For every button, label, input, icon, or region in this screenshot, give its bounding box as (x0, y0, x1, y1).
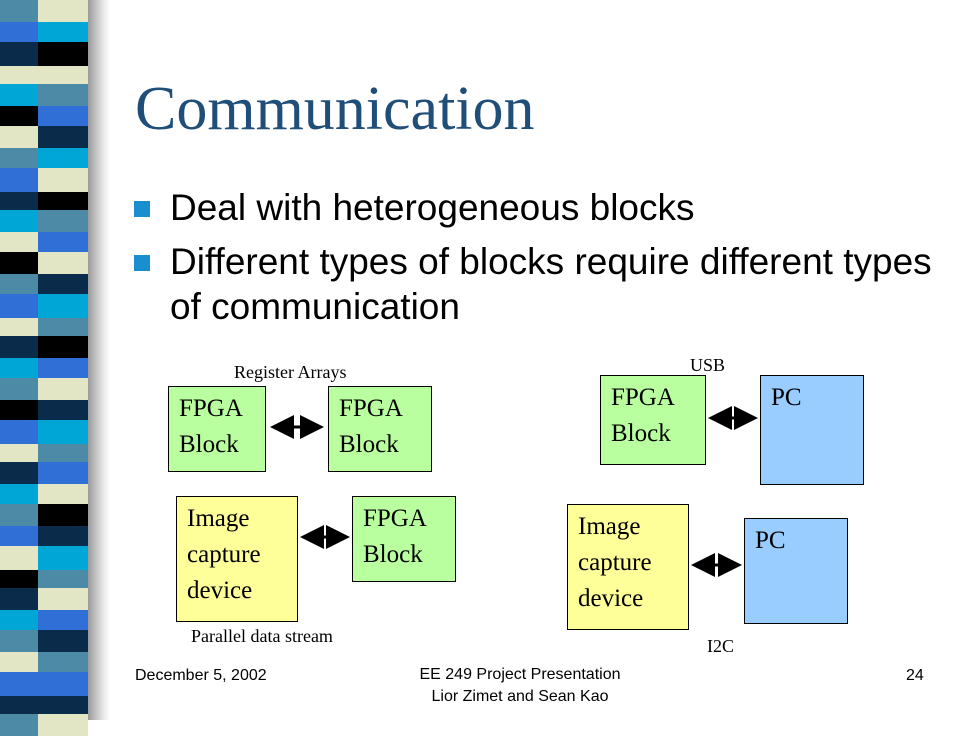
strip-tile (0, 358, 38, 378)
i2c-label: I2C (707, 636, 734, 656)
strip-tile (0, 42, 38, 66)
strip-tile (38, 420, 88, 444)
strip-tile (38, 294, 88, 318)
strip-tile (38, 652, 88, 672)
strip-tiles (0, 0, 88, 736)
strip-tile (0, 148, 38, 168)
strip-tile (0, 400, 38, 420)
image-capture-device-block: Image capture device (176, 496, 298, 622)
strip-tile (0, 66, 38, 84)
footer-date: December 5, 2002 (135, 667, 267, 684)
footer-line: Lior Zimet and Sean Kao (431, 688, 609, 705)
bullet-item: Deal with heterogeneous blocks (132, 185, 932, 230)
strip-tile (0, 336, 38, 358)
strip-tile (38, 274, 88, 294)
strip-tile (0, 570, 38, 588)
strip-tile (38, 630, 88, 652)
strip-tile (0, 192, 38, 210)
strip-tile (0, 232, 38, 252)
strip-tile (0, 696, 38, 714)
strip-tile (0, 588, 38, 610)
strip-tile (0, 420, 38, 444)
strip-tile (0, 378, 38, 400)
footer-line: EE 249 Project Presentation (419, 666, 621, 683)
connector-arrows (270, 406, 758, 577)
strip-tile (38, 504, 88, 526)
strip-tile (38, 526, 88, 546)
strip-tile (38, 84, 88, 106)
strip-tile (38, 126, 88, 148)
strip-tile (38, 42, 88, 66)
strip-tile (38, 0, 88, 22)
bullet-list: Deal with heterogeneous blocks Different… (132, 185, 932, 338)
fpga-block: FPGA Block (600, 375, 706, 465)
strip-shadow (88, 0, 110, 720)
strip-tile (38, 232, 88, 252)
strip-tile (0, 294, 38, 318)
strip-tile (0, 462, 38, 484)
strip-tile (0, 106, 38, 126)
register-arrays-label: Register Arrays (234, 362, 347, 382)
strip-tile (38, 400, 88, 420)
strip-tile (38, 462, 88, 484)
image-capture-device-block: Image capture device (567, 504, 689, 630)
slide-title: Communication (135, 75, 535, 143)
bullet-item: Different types of blocks require differ… (132, 239, 932, 329)
strip-tile (0, 318, 38, 336)
strip-tile (38, 148, 88, 168)
strip-tile (38, 484, 88, 504)
fpga-block: FPGA Block (168, 386, 266, 472)
strip-tile (38, 168, 88, 192)
strip-tile (0, 546, 38, 570)
strip-tile (0, 210, 38, 232)
strip-tile (38, 210, 88, 232)
bullet-text: Deal with heterogeneous blocks (170, 187, 695, 228)
strip-tile (0, 274, 38, 294)
page-number: 24 (906, 667, 924, 684)
strip-tile (38, 66, 88, 84)
pc-block: PC (744, 518, 848, 624)
strip-tile (38, 336, 88, 358)
pc-block: PC (760, 375, 864, 485)
parallel-data-stream-label: Parallel data stream (191, 626, 333, 646)
strip-tile (38, 546, 88, 570)
fpga-block: FPGA Block (328, 386, 432, 472)
strip-tile (38, 192, 88, 210)
fpga-block: FPGA Block (352, 496, 456, 582)
strip-tile (38, 252, 88, 274)
strip-tile (38, 358, 88, 378)
strip-tile (38, 378, 88, 400)
strip-tile (0, 168, 38, 192)
strip-tile (0, 610, 38, 630)
square-bullet-icon (134, 255, 150, 271)
strip-tile (0, 0, 38, 22)
strip-tile (0, 444, 38, 462)
strip-tile (38, 106, 88, 126)
strip-tile (0, 484, 38, 504)
slide: Communication Deal with heterogeneous bl… (0, 0, 932, 736)
strip-tile (38, 610, 88, 630)
strip-tile (38, 22, 88, 42)
strip-tile (38, 672, 88, 696)
strip-tile (0, 526, 38, 546)
strip-tile (0, 630, 38, 652)
strip-tile (38, 588, 88, 610)
strip-tile (38, 696, 88, 714)
strip-tile (0, 504, 38, 526)
strip-tile (0, 672, 38, 696)
strip-tile (0, 252, 38, 274)
strip-tile (38, 444, 88, 462)
strip-tile (38, 570, 88, 588)
decorative-strip (0, 0, 110, 736)
usb-label: USB (690, 355, 726, 375)
strip-tile (0, 652, 38, 672)
bullet-text: Different types of blocks require differ… (170, 241, 932, 327)
strip-tile (38, 318, 88, 336)
strip-tile (0, 22, 38, 42)
strip-tile (0, 126, 38, 148)
strip-tile (0, 84, 38, 106)
footer-title: EE 249 Project Presentation Lior Zimet a… (370, 664, 670, 708)
square-bullet-icon (134, 201, 150, 217)
